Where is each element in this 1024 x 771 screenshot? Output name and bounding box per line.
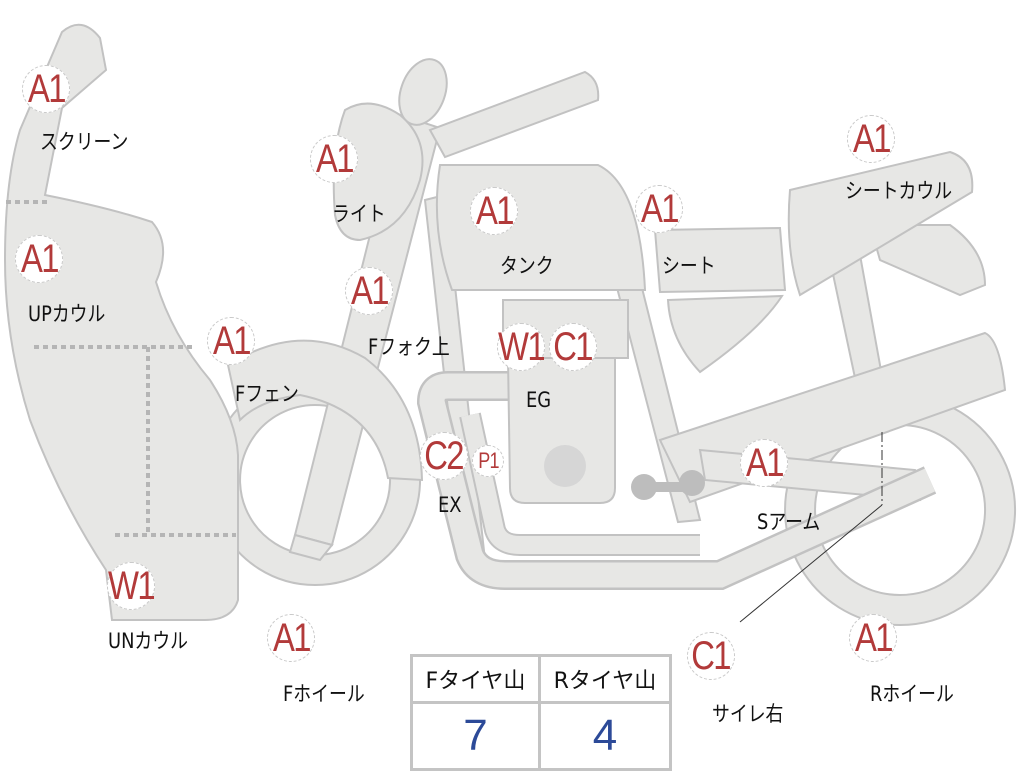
part-label-tank: タンク [500,254,554,278]
part-label-fork-upper: Fフォク上 [368,335,450,359]
damage-code-engine-c1: C1 [549,323,597,371]
exhaust [419,373,936,588]
engine [506,357,616,504]
damage-code-swing-arm: A1 [740,439,788,487]
damage-code-exhaust-p1: P1 [472,445,504,477]
side-cover [666,294,784,374]
rear-tire-header: Rタイヤ山 [537,654,673,704]
part-label-exhaust: EX [438,493,462,517]
part-label-light: ライト [332,202,386,226]
damage-code-tank: A1 [470,187,518,235]
tail [868,224,987,297]
engine-case [544,445,586,487]
damage-code-fork-upper: A1 [345,267,393,315]
damage-code-engine-w1: W1 [497,323,546,371]
damage-code-screen: A1 [22,65,70,113]
damage-code-up-cowl: A1 [15,235,63,283]
part-label-seat-cowl: シートカウル [845,179,953,203]
part-label-front-fender: Fフェン [235,382,299,406]
seat-cowl [787,150,974,297]
part-label-up-cowl: UPカウル [28,302,106,326]
part-label-silencer-right: サイレ右 [712,702,784,726]
silencer-leader-line [739,432,883,623]
part-label-under-cowl: UNカウル [108,629,188,653]
damage-code-seat: A1 [635,185,683,233]
footrest [631,470,705,500]
headlight [332,102,424,242]
part-label-screen: スクリーン [40,130,129,154]
fairing [3,23,239,621]
part-label-seat: シート [662,254,716,278]
damage-code-silencer-right: C1 [687,632,735,680]
part-label-rear-wheel: Rホイール [870,682,954,706]
part-label-engine: EG [526,388,552,412]
damage-code-light: A1 [310,135,358,183]
damage-code-front-fender: A1 [207,317,255,365]
front-fender [226,339,424,482]
rear-tire-value: 4 [537,701,673,771]
cowl-divider-lines [6,200,236,537]
part-label-swing-arm: Sアーム [757,510,821,534]
mirror [398,58,448,126]
damage-code-rear-wheel: A1 [849,614,897,662]
damage-code-exhaust-c2: C2 [420,432,468,480]
part-label-front-wheel: Fホイール [283,682,365,706]
front-tire-value: 7 [410,701,541,771]
seat [653,226,787,294]
damage-code-front-wheel: A1 [267,614,315,662]
tire-tread-table: Fタイヤ山 Rタイヤ山 7 4 [410,654,673,771]
fork-leg [288,533,334,562]
damage-code-under-cowl: W1 [107,562,156,610]
front-tire-header: Fタイヤ山 [410,654,541,704]
damage-code-seat-cowl: A1 [847,115,895,163]
exhaust-inner [461,413,700,554]
handlebar [428,70,600,159]
